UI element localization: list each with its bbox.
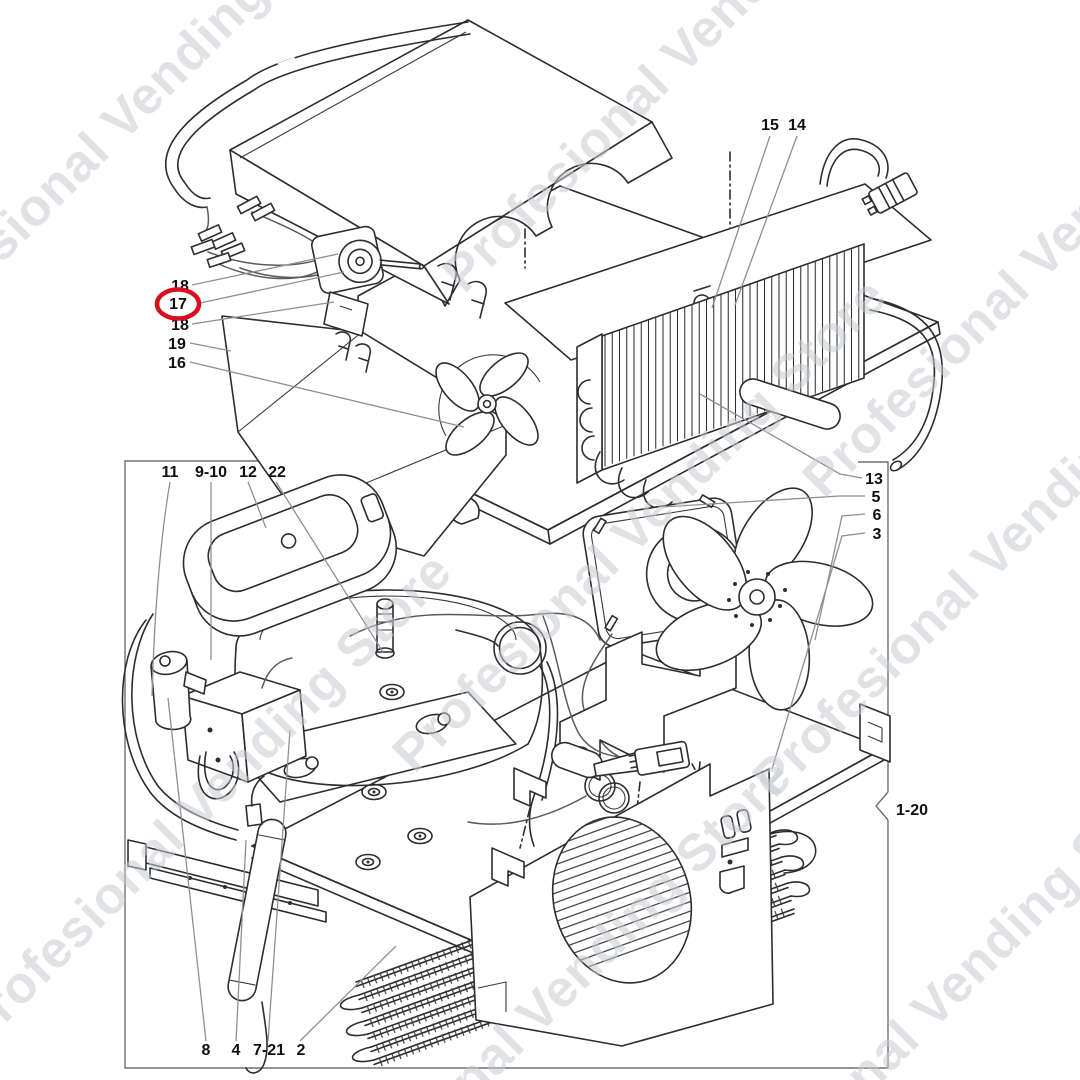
mounting-clips <box>335 262 488 373</box>
panel-feet-brackets <box>491 767 547 887</box>
muffler <box>150 650 207 731</box>
evaporator-coil <box>576 243 944 509</box>
spade-terminal <box>197 224 223 242</box>
part-label-11: 11 <box>162 464 179 481</box>
compressor-tubes <box>121 613 240 841</box>
part-label-4: 4 <box>232 1042 241 1059</box>
part-label-18-bottom: 18 <box>171 317 189 334</box>
hub-bolt-holes <box>727 570 787 627</box>
compressor-mounting-plate <box>231 691 517 803</box>
spade-terminal <box>236 195 262 215</box>
group-frame <box>124 460 889 1069</box>
sensor-cable-connector <box>819 138 918 216</box>
plug-connector <box>593 740 691 777</box>
part-label-8: 8 <box>202 1042 211 1059</box>
panel-cutouts <box>719 809 752 894</box>
capillary-tube-loop <box>164 21 471 209</box>
upper-assembly <box>164 19 944 557</box>
power-harness <box>349 612 723 825</box>
part-label-13: 13 <box>865 471 883 488</box>
part-label-12: 12 <box>239 464 257 481</box>
back-panel <box>469 763 774 1047</box>
compressor <box>121 589 544 841</box>
part-label-16: 16 <box>168 355 186 372</box>
part-label-3: 3 <box>873 526 882 543</box>
spade-terminal <box>250 202 276 222</box>
highlight-ring <box>154 287 202 321</box>
part-label-17: 17 <box>169 296 187 313</box>
part-labels: 18 17 18 19 16 15 14 13 5 6 3 11 9-10 12… <box>162 117 929 1059</box>
service-valve <box>375 598 395 659</box>
evaporator-fan-blade <box>435 352 541 456</box>
spade-terminal <box>190 238 216 256</box>
part-label-19: 19 <box>168 336 186 353</box>
part-label-9-10: 9-10 <box>195 464 227 481</box>
condenser-fan-blade <box>655 487 874 711</box>
part-label-14: 14 <box>788 117 806 134</box>
part-label-22: 22 <box>268 464 286 481</box>
drip-tray <box>182 474 398 637</box>
group-label-1-20: 1-20 <box>896 802 928 819</box>
spade-terminal <box>206 251 232 269</box>
base-pan <box>127 649 891 969</box>
part-label-7-21: 7-21 <box>253 1042 285 1059</box>
evaporator-fins <box>604 246 860 467</box>
filter-drier <box>227 775 287 1074</box>
leader-lines <box>151 135 866 1042</box>
part-label-2: 2 <box>297 1042 306 1059</box>
evaporator-fan-motor <box>311 225 425 337</box>
part-label-6: 6 <box>873 507 882 524</box>
part-label-5: 5 <box>872 489 881 506</box>
part-label-15: 15 <box>761 117 779 134</box>
